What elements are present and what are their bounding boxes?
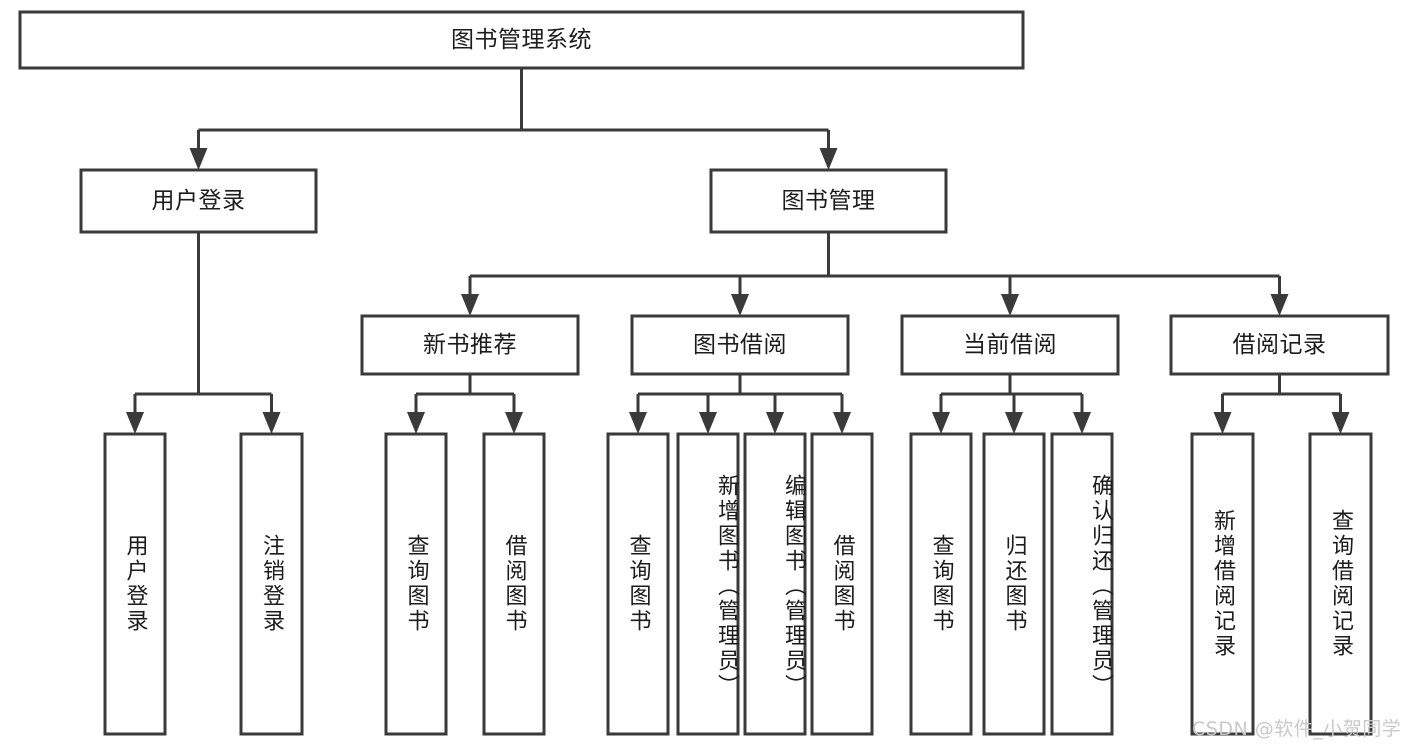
arrow-head [505,412,523,434]
node-box-leaf-return-book [982,432,1046,736]
arrow-head [1005,412,1023,434]
node-box-book-manage [709,168,948,234]
arrow-head [932,412,950,434]
node-box-leaf-add-book [676,432,740,736]
node-box-borrow-record [1169,314,1390,376]
arrow-head [819,148,838,170]
arrow-head [1073,412,1091,434]
arrow-head [1213,412,1232,434]
node-box-leaf-user-login [103,432,167,736]
arrow-head [833,412,851,434]
box-layer [18,10,1390,736]
arrow-head [629,412,647,434]
arrow-head [766,412,784,434]
node-box-leaf-query-record [1308,432,1373,736]
connector-layer [126,68,1350,434]
arrow-head [461,294,479,316]
node-box-root [18,10,1025,70]
watermark-text: CSDN @软件_小贺同学 [1192,718,1402,740]
node-box-leaf-borrow-book-2 [810,432,874,736]
arrow-head [731,294,749,316]
node-box-leaf-confirm-return [1050,432,1114,736]
node-box-leaf-query-book-1 [384,432,448,736]
node-box-user-login [79,168,318,234]
node-box-leaf-edit-book [743,432,807,736]
arrow-head [262,412,281,434]
node-box-current-borrow [900,314,1120,376]
arrow-head [189,148,208,170]
node-box-leaf-logout [239,432,304,736]
node-box-leaf-query-book-2 [606,432,670,736]
arrow-head [699,412,717,434]
arrow-head [126,412,144,434]
node-box-leaf-query-book-3 [909,432,973,736]
arrow-head [1331,412,1350,434]
arrow-head [1270,294,1289,316]
node-box-leaf-borrow-book-1 [482,432,546,736]
node-box-new-book-rec [360,314,580,376]
node-box-leaf-add-record [1190,432,1255,736]
arrow-head [1001,294,1019,316]
arrow-head [407,412,425,434]
node-box-book-borrow [630,314,850,376]
